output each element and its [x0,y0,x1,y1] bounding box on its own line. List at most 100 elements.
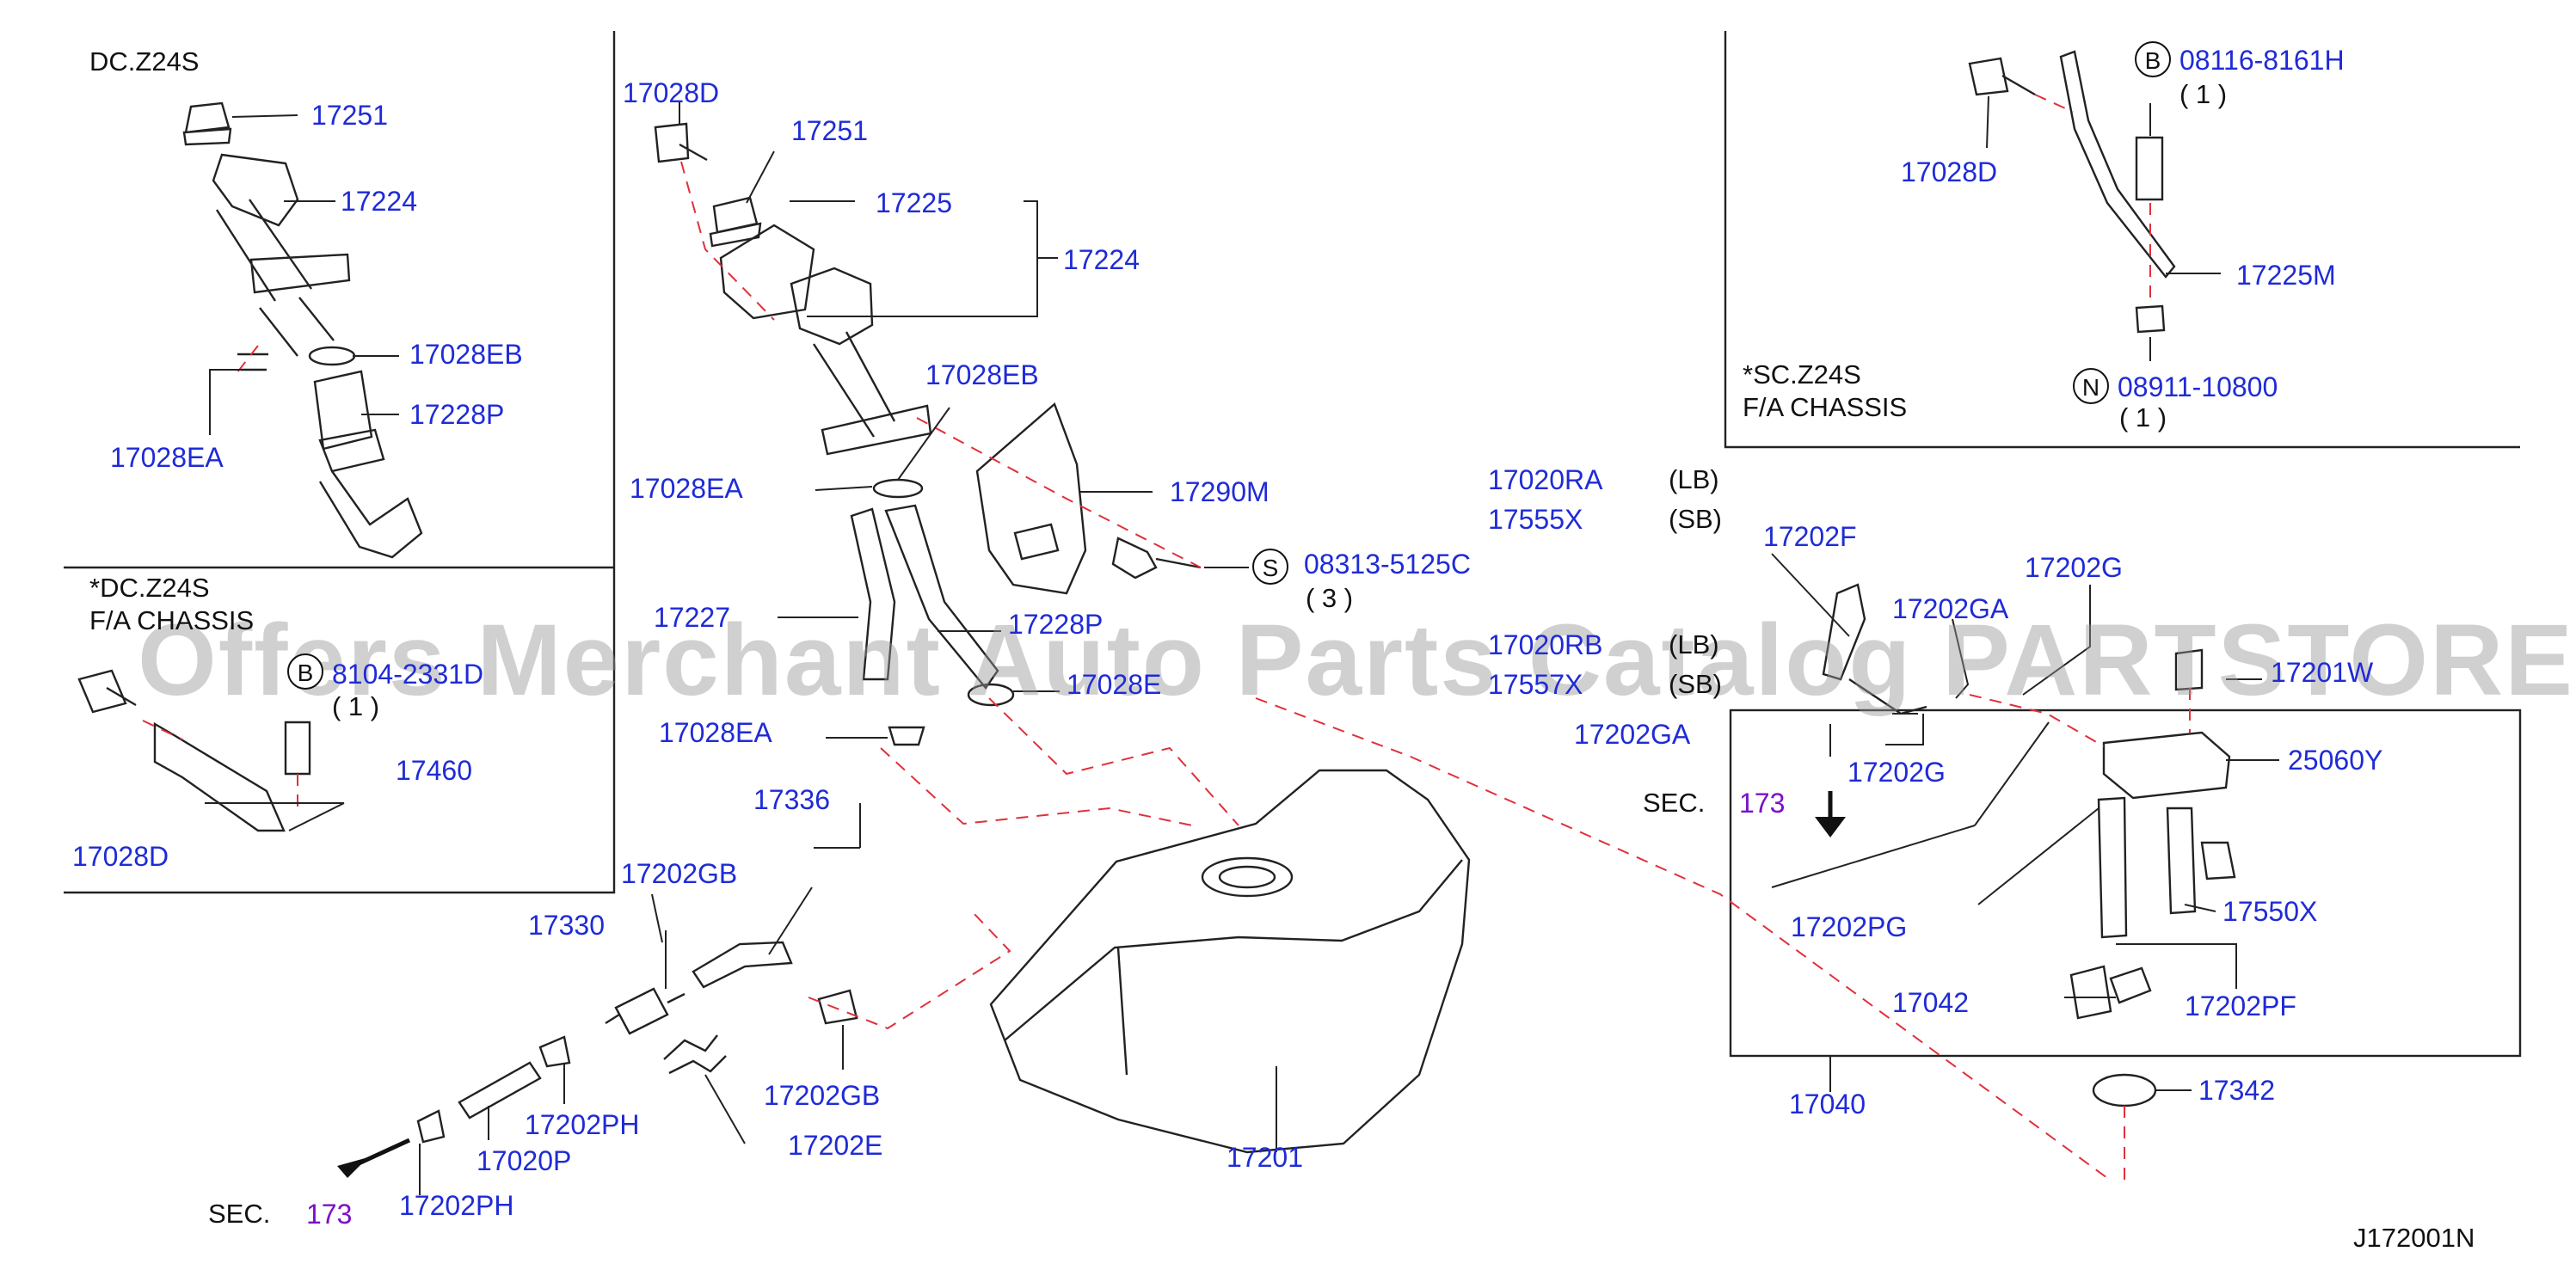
part-17550x[interactable]: 17550X [2222,896,2318,927]
clamp-17202gb-b [817,989,858,1025]
panel-title-dc-chassis-1: *DC.Z24S [89,573,210,603]
part-17202pf[interactable]: 17202PF [2185,991,2296,1021]
bolt-08116 [2135,136,2164,201]
part-17342[interactable]: 17342 [2198,1075,2275,1106]
part-17202ga-b[interactable]: 17202GA [1574,719,1691,750]
part-17228p-b[interactable]: 17228P [1008,609,1104,640]
fuel-tank-seam [1004,859,1463,1076]
part-17251-a[interactable]: 17251 [311,100,388,131]
part-17330[interactable]: 17330 [528,910,605,941]
part-17227[interactable]: 17227 [654,602,730,633]
part-17028e[interactable]: 17028E [1067,669,1162,700]
filler-cap-a [182,101,232,146]
pump-body [2097,796,2236,939]
dash-pump-1 [1969,694,2105,747]
part-08116[interactable]: 08116-8161H [2179,45,2345,76]
bolt-08116-c [284,721,311,776]
part-17555x[interactable]: 17555X [1488,504,1583,535]
dash-dc-1 [233,345,259,377]
part-08116-qty: ( 1 ) [2179,79,2228,109]
part-17224-a[interactable]: 17224 [341,186,417,217]
sec-ref-a-num[interactable]: 173 [306,1199,353,1230]
part-17020p[interactable]: 17020P [476,1145,572,1176]
part-17460[interactable]: 17460 [396,755,472,786]
watermark: Offers Merchant Auto Parts Catalog PARTS… [138,604,2576,717]
circle-code-n: N [2073,368,2109,404]
gasket-17342 [2092,1073,2157,1107]
pump-flange-25060y [2102,731,2231,800]
part-17202ph-a[interactable]: 17202PH [525,1109,640,1140]
part-08116-c[interactable]: 8104-2331D [332,659,484,690]
part-17225m[interactable]: 17225M [2236,260,2336,291]
part-17202ga-a[interactable]: 17202GA [1892,593,2009,624]
part-17557x[interactable]: 17557X [1488,669,1583,700]
part-17020ra[interactable]: 17020RA [1488,464,1603,495]
panel-title-dc: DC.Z24S [89,46,200,77]
part-17202gb-a[interactable]: 17202GB [621,858,738,889]
part-17202pg[interactable]: 17202PG [1791,911,1908,942]
part-08313[interactable]: 08313-5125C [1304,549,1471,580]
part-17028ea-a[interactable]: 17028EA [110,442,224,473]
pump-opening-inner [1218,865,1276,889]
part-17028eb-b[interactable]: 17028EB [925,359,1039,390]
tube-17020p [458,1061,542,1120]
part-17201w[interactable]: 17201W [2271,657,2374,688]
part-08911-qty: ( 1 ) [2119,402,2167,432]
part-17028eb-a[interactable]: 17028EB [409,339,523,370]
part-17028d-sc[interactable]: 17028D [1901,156,1998,187]
variant-sb: (SB) [1669,504,1722,534]
part-17251-b[interactable]: 17251 [791,115,868,146]
part-17202ph-b[interactable]: 17202PH [399,1190,514,1221]
part-25060y[interactable]: 25060Y [2288,745,2383,776]
part-17028ea-b[interactable]: 17028EA [630,473,743,504]
shield-17290m [975,402,1087,595]
circle-code-s: S [1252,549,1288,585]
dash-center-2 [916,417,1202,568]
part-08313-qty: ( 3 ) [1306,583,1354,613]
sec-ref-b-num[interactable]: 173 [1739,788,1786,819]
clamp-17028eb-a [308,346,356,366]
filler-neck-a [212,153,351,357]
part-17228p-a[interactable]: 17228P [409,399,505,430]
bolt-17028d-sc [1968,57,2036,96]
part-17290m[interactable]: 17290M [1170,476,1270,507]
bolt-17028d-b [654,122,708,163]
part-17028d-c[interactable]: 17028D [72,841,169,872]
part-17028ea-c[interactable]: 17028EA [659,717,772,748]
part-17020rb[interactable]: 17020RB [1488,629,1603,660]
panel-title-sc-chassis-2: F/A CHASSIS [1743,392,1908,422]
circle-code-b-left: B [287,653,323,690]
part-17042[interactable]: 17042 [1892,987,1969,1018]
variant-sb-2: (SB) [1669,669,1722,699]
part-17040[interactable]: 17040 [1789,1089,1866,1120]
clamp-17202ph-b [416,1109,446,1144]
part-08911[interactable]: 08911-10800 [2118,371,2278,402]
hose-17228p-b [884,504,999,690]
part-17225[interactable]: 17225 [876,187,952,218]
part-17202g-b[interactable]: 17202G [1847,757,1946,788]
fuel-tank-17201 [989,769,1471,1154]
clamp-17028ea-c [888,726,925,746]
part-17336[interactable]: 17336 [753,784,830,815]
nut-08911 [2135,304,2166,334]
clamp-17028e [967,683,1015,707]
part-17202g-a[interactable]: 17202G [2025,552,2123,583]
part-17202gb-b[interactable]: 17202GB [764,1080,881,1111]
dash-lower-1 [808,911,1011,1030]
hose-17336 [692,941,793,989]
variant-lb: (LB) [1669,464,1719,494]
part-17201[interactable]: 17201 [1227,1142,1303,1173]
sec-ref-b-text: SEC. [1643,788,1706,818]
dash-center-1 [680,161,775,321]
sec-arrow-down [1815,817,1846,837]
variant-lb-2: (LB) [1669,629,1719,659]
clamp-17028ea-a [237,353,268,371]
circle-code-b: B [2135,41,2171,77]
part-17202f[interactable]: 17202F [1763,521,1857,552]
panel-title-dc-chassis-2: F/A CHASSIS [89,605,255,635]
part-17202e[interactable]: 17202E [788,1130,883,1161]
clamp-17202ph-a [538,1035,571,1068]
part-17224-b[interactable]: 17224 [1063,244,1140,275]
part-17028d-b[interactable]: 17028D [623,77,720,108]
